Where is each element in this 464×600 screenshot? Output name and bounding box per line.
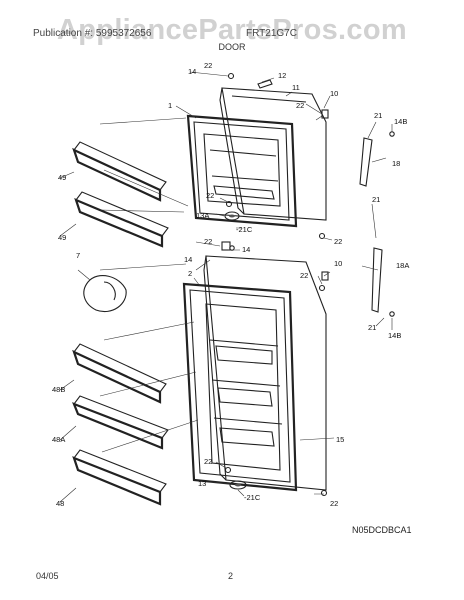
label-14b: 14B [388, 331, 401, 340]
fresh-food-door-assembly [83, 241, 395, 497]
label-49: 49 [58, 233, 66, 242]
leader-lines [59, 71, 393, 503]
model-number: FRT21G7C [246, 28, 297, 39]
label-22: 22 [204, 61, 212, 70]
label-48: 48 [56, 499, 64, 508]
watermark: AppliancePartsPros.com [57, 14, 407, 46]
footer-date: 04/05 [36, 571, 59, 581]
label-10: 10 [330, 89, 338, 98]
label-21: 21 [374, 111, 382, 120]
label-22: 22 [334, 237, 342, 246]
label-21c: -21C [244, 493, 261, 502]
label-14: 14 [184, 255, 192, 264]
label-18: 18 [392, 159, 400, 168]
label-13a: 13A [196, 211, 209, 220]
fresh-food-shelves [72, 263, 199, 506]
label-13: 13 [198, 479, 206, 488]
label-22: 22 [204, 237, 212, 246]
label-22: 22 [204, 457, 212, 466]
section-title: DOOR [218, 42, 246, 52]
label-18a: 18A [396, 261, 409, 270]
label-21: 21 [372, 195, 380, 204]
label-11: 11 [292, 83, 300, 92]
label-21c: -21C [236, 225, 253, 234]
label-14b: 14B [394, 117, 407, 126]
publication-number: Publication #: 5995372656 [33, 28, 152, 39]
label-10: 10 [334, 259, 342, 268]
label-48a: 48A [52, 435, 65, 444]
label-21: 21 [368, 323, 376, 332]
label-22: 22 [296, 101, 304, 110]
freezer-door-assembly [186, 72, 395, 240]
label-14: 14 [188, 67, 196, 76]
label-7: 7 [76, 251, 80, 260]
page-number: 2 [228, 571, 234, 581]
label-49: 49 [58, 173, 66, 182]
part-labels: 14 22 12 11 10 22 1 21 14B 18 49 22 21 1… [52, 61, 409, 508]
label-22: 22 [206, 191, 214, 200]
label-15: 15 [336, 435, 344, 444]
label-1: 1 [168, 101, 172, 110]
label-22: 22 [300, 271, 308, 280]
label-14: 14 [242, 245, 250, 254]
label-22: 22 [330, 499, 338, 508]
label-2: 2 [188, 269, 192, 278]
diagram-code: N05DCDBCA1 [352, 525, 412, 535]
freezer-shelves [72, 117, 189, 248]
label-12: 12 [278, 71, 286, 80]
label-48b: 48B [52, 385, 65, 394]
